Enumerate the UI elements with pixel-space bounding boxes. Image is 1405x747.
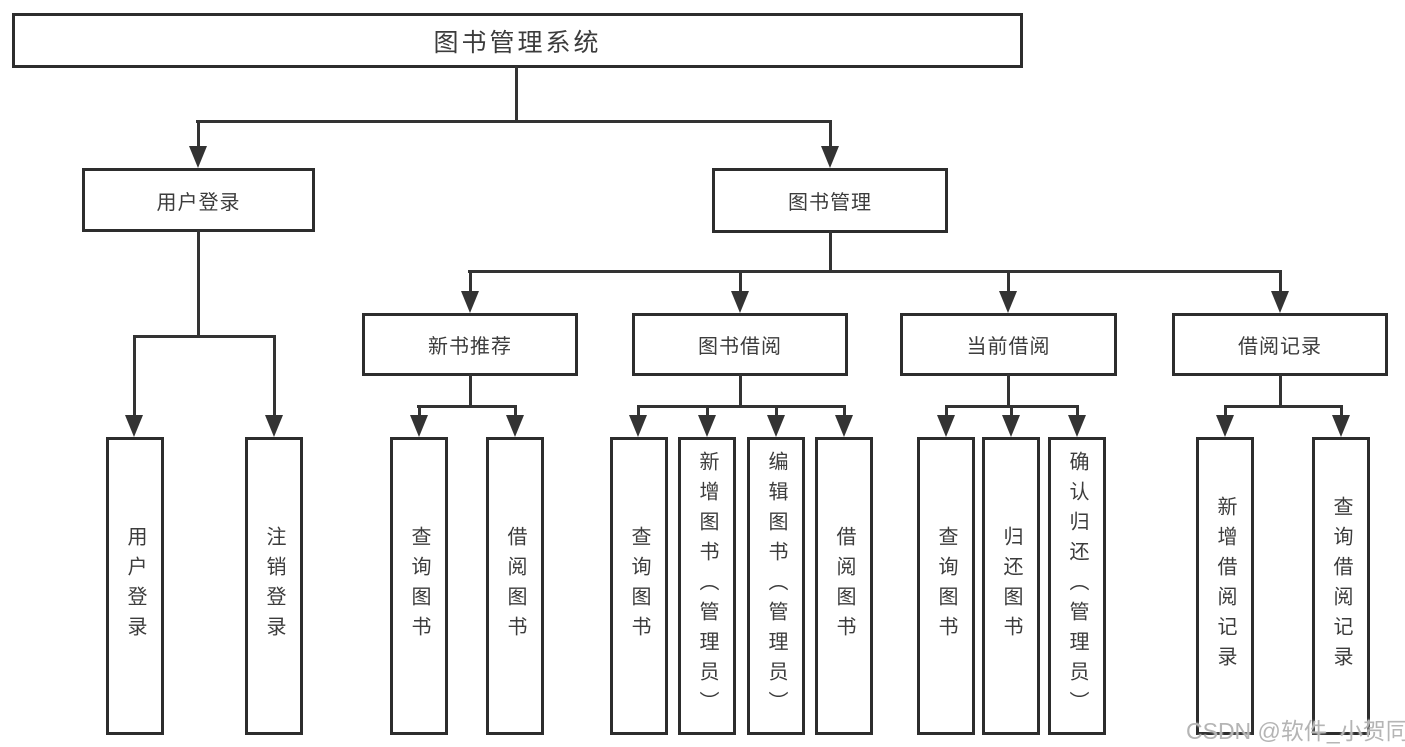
arrow-down-icon <box>125 415 143 437</box>
leaf-query-books-3: 查询图书 <box>917 437 975 735</box>
connector-line <box>469 270 472 292</box>
connector-line <box>273 335 276 416</box>
node-label: 图书管理 <box>788 192 872 214</box>
connector-line <box>1076 405 1079 417</box>
connector-line <box>1010 405 1013 417</box>
connector-line <box>196 120 832 123</box>
node-label: 新增借阅记录 <box>1214 496 1236 676</box>
arrow-down-icon <box>1271 291 1289 313</box>
leaf-add-borrow-record: 新增借阅记录 <box>1196 437 1254 735</box>
csdn-watermark: CSDN @软件_小贺同学 <box>1186 718 1405 744</box>
leaf-logout: 注销登录 <box>245 437 303 735</box>
connector-line <box>739 374 742 408</box>
node-label: 图书借阅 <box>698 336 782 358</box>
leaf-query-books-1: 查询图书 <box>390 437 448 735</box>
arrow-down-icon <box>731 291 749 313</box>
arrow-down-icon <box>1216 415 1234 437</box>
leaf-user-login: 用户登录 <box>106 437 164 735</box>
connector-line <box>469 374 472 408</box>
connector-line <box>775 405 778 417</box>
node-label: 用户登录 <box>156 191 241 214</box>
arrow-down-icon <box>821 146 839 168</box>
arrow-down-icon <box>189 146 207 168</box>
node-label: 借阅记录 <box>1238 336 1322 358</box>
node-label: 借阅图书 <box>504 526 526 646</box>
connector-line <box>133 335 136 416</box>
node-label: 图书管理系统 <box>433 28 602 57</box>
leaf-query-books-2: 查询图书 <box>610 437 668 735</box>
node-label: 新增图书（管理员） <box>696 451 718 721</box>
node-label: 注销登录 <box>263 526 285 646</box>
connector-line <box>418 405 421 417</box>
node-library-management-system: 图书管理系统 <box>12 13 1023 68</box>
connector-line <box>945 405 948 417</box>
connector-line <box>1224 405 1342 408</box>
node-current-borrowing: 当前借阅 <box>900 313 1117 376</box>
connector-line <box>1279 270 1282 292</box>
node-label: 用户登录 <box>124 526 146 646</box>
node-label: 确认归还（管理员） <box>1066 451 1088 721</box>
arrow-down-icon <box>410 415 428 437</box>
node-label: 查询借阅记录 <box>1330 496 1352 676</box>
node-label: 查询图书 <box>628 526 650 646</box>
connector-line <box>197 230 200 338</box>
arrow-down-icon <box>937 415 955 437</box>
node-book-borrowing: 图书借阅 <box>632 313 848 376</box>
leaf-edit-book-admin: 编辑图书（管理员） <box>747 437 805 735</box>
connector-line <box>637 405 845 408</box>
leaf-query-borrow-record: 查询借阅记录 <box>1312 437 1370 735</box>
connector-line <box>468 270 1282 273</box>
arrow-down-icon <box>999 291 1017 313</box>
node-book-management: 图书管理 <box>712 168 948 233</box>
node-label: 当前借阅 <box>966 336 1051 358</box>
connector-line <box>514 405 517 417</box>
connector-line <box>197 120 200 148</box>
connector-line <box>1340 405 1343 417</box>
node-borrowing-records: 借阅记录 <box>1172 313 1388 376</box>
arrow-down-icon <box>461 291 479 313</box>
connector-line <box>1279 374 1282 408</box>
arrow-down-icon <box>506 415 524 437</box>
connector-line <box>1224 405 1227 417</box>
arrow-down-icon <box>629 415 647 437</box>
leaf-return-book: 归还图书 <box>982 437 1040 735</box>
node-user-login: 用户登录 <box>82 168 315 232</box>
connector-line <box>1007 374 1010 408</box>
leaf-confirm-return-admin: 确认归还（管理员） <box>1048 437 1106 735</box>
node-label: 查询图书 <box>935 526 957 646</box>
arrow-down-icon <box>1002 415 1020 437</box>
connector-line <box>637 405 640 417</box>
connector-line <box>829 231 832 273</box>
connector-line <box>706 405 709 417</box>
connector-line <box>1007 270 1010 292</box>
arrow-down-icon <box>1068 415 1086 437</box>
connector-line <box>829 120 832 148</box>
node-label: 编辑图书（管理员） <box>765 451 787 721</box>
node-label: 查询图书 <box>408 526 430 646</box>
arrow-down-icon <box>1332 415 1350 437</box>
connector-line <box>739 270 742 292</box>
arrow-down-icon <box>767 415 785 437</box>
connector-line <box>843 405 846 417</box>
leaf-add-book-admin: 新增图书（管理员） <box>678 437 736 735</box>
connector-line <box>133 335 276 338</box>
arrow-down-icon <box>698 415 716 437</box>
arrow-down-icon <box>265 415 283 437</box>
leaf-borrow-books-1: 借阅图书 <box>486 437 544 735</box>
arrow-down-icon <box>835 415 853 437</box>
connector-line <box>417 405 517 408</box>
node-new-book-recommend: 新书推荐 <box>362 313 578 376</box>
node-label: 新书推荐 <box>428 336 512 358</box>
node-label: 归还图书 <box>1000 526 1022 646</box>
connector-line <box>515 66 518 123</box>
node-label: 借阅图书 <box>833 526 855 646</box>
leaf-borrow-books-2: 借阅图书 <box>815 437 873 735</box>
